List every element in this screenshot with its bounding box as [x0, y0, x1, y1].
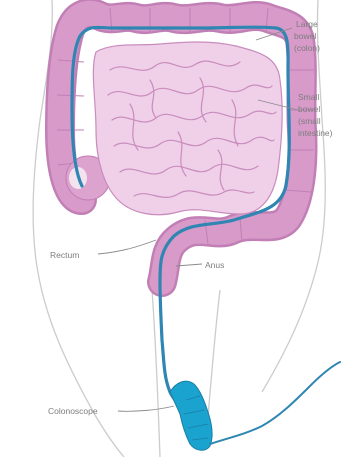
large-bowel-label-line: Large	[296, 19, 318, 29]
small-bowel-label-line: (small	[298, 116, 321, 126]
rectum-label: Rectum	[50, 250, 79, 260]
small-bowel	[93, 42, 282, 215]
colonoscope-label: Colonoscope	[48, 406, 98, 416]
small-bowel-label-line: intestine)	[298, 128, 333, 138]
large-bowel-label-line: (colon)	[294, 43, 320, 53]
large-bowel-label: Large bowel (colon)	[294, 19, 320, 53]
small-bowel-label-line: Small	[298, 92, 319, 102]
large-bowel-label-line: bowel	[294, 31, 316, 41]
anus-label: Anus	[205, 260, 224, 270]
small-bowel-label-line: bowel	[298, 104, 320, 114]
